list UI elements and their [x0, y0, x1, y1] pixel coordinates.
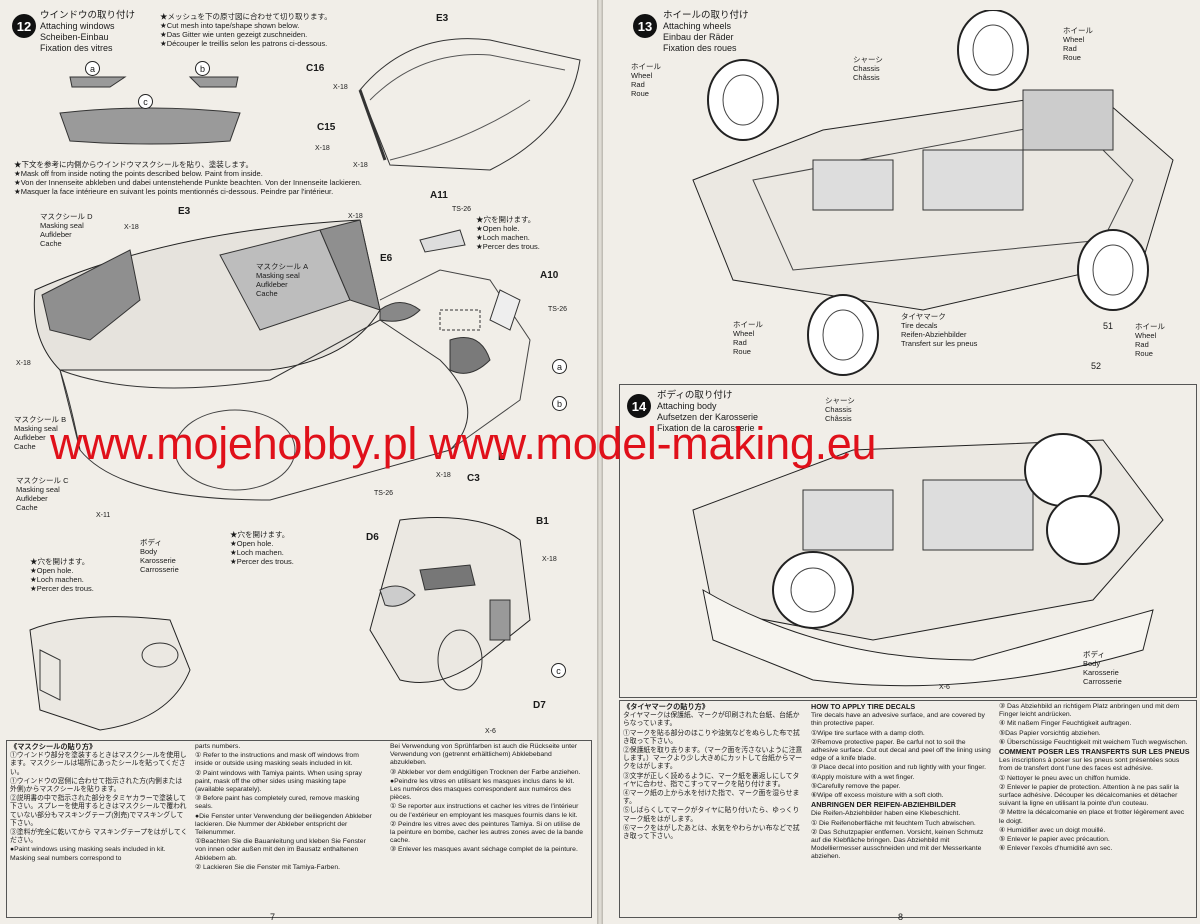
rear-panel-drawing	[29, 616, 191, 731]
step-13-badge: 13	[633, 14, 657, 38]
label-c: c	[138, 94, 153, 109]
code-x18-f: X-18	[16, 360, 31, 367]
masking-col-3: Bei Verwendung von Sprühfarben ist auch …	[390, 743, 584, 854]
tire-decal-instructions-box	[619, 700, 1197, 918]
decal-52: 52	[1091, 361, 1102, 371]
part-c15: C15	[317, 122, 336, 133]
part-a11: A11	[430, 190, 448, 201]
mesh-templates	[59, 76, 241, 145]
part-e-small: E	[498, 452, 505, 463]
masking-col-1: 《マスクシールの貼り方》 ①ウインドウ部分を塗装するときはマスクシールを使用しま…	[10, 743, 188, 862]
code-x18-a: X-18	[333, 84, 348, 91]
label-a-2: a	[552, 359, 567, 374]
masking-instructions-box	[6, 740, 592, 918]
part-e3-main: E3	[178, 206, 191, 217]
step-14-title: ボディの取り付け Attaching body Aufsetzen der Ka…	[657, 390, 759, 433]
part-e6: E6	[380, 253, 393, 264]
part-d7: D7	[533, 700, 546, 711]
code-x18-h: X-18	[542, 556, 557, 563]
masking-col-2: parts numbers. ① Refer to the instructio…	[195, 743, 372, 871]
code-x6-right: X-6	[939, 684, 950, 691]
step-12-badge: 12	[12, 14, 36, 38]
label-a: a	[85, 61, 100, 76]
code-x11: X-11	[96, 512, 111, 519]
window-e3-top-drawing	[358, 38, 581, 171]
step-14-badge: 14	[627, 394, 651, 418]
mask-note: ★下文を参考に内側からウインドウマスクシールを貼り、塗装します。 ★Mask o…	[14, 160, 362, 196]
decal-51: 51	[1103, 321, 1114, 331]
watermark: www.mojehobby.pl www.model-making.eu	[50, 418, 877, 469]
tire-decal-col-2: HOW TO APPLY TIRE DECALS Tire decals hav…	[811, 703, 991, 861]
part-c16: C16	[306, 63, 325, 74]
step-13-title: ホイールの取り付け Attaching wheels Einbau der Rä…	[663, 10, 749, 53]
tire-decal-col-3: ③ Das Abziehbild an richtigem Platz anbr…	[999, 703, 1190, 853]
tire-decal-col-1: 《タイヤマークの貼り方》 タイヤマークは保護紙、マークが印刷された台紙、台紙から…	[623, 703, 803, 841]
label-b-2: b	[552, 396, 567, 411]
code-x18-c: X-18	[353, 162, 368, 169]
code-ts26-b: TS-26	[548, 306, 568, 313]
mesh-note: ★メッシュを下の原寸図に合わせて切り取ります。 ★Cut mesh into t…	[160, 12, 332, 48]
code-x18-d: X-18	[124, 224, 139, 231]
open-hole-b: ★穴を開けます。★Open hole.★Loch machen.★Percer …	[230, 530, 294, 566]
code-x18-g: X-18	[436, 472, 451, 479]
code-x18-b: X-18	[315, 145, 330, 152]
code-ts26-c: TS-26	[374, 490, 394, 497]
chassis-wheels-drawing	[692, 10, 1174, 376]
code-x6-left: X-6	[485, 728, 496, 735]
code-x18-e: X-18	[348, 213, 363, 220]
label-b: b	[195, 61, 210, 76]
code-ts26-a: TS-26	[452, 206, 472, 213]
open-hole-a: ★穴を開けます。★Open hole.★Loch machen.★Percer …	[476, 215, 540, 251]
body-mount-drawing	[692, 433, 1164, 687]
page-number-right: 8	[898, 912, 904, 922]
left-page: 12 ウインドウの取り付け Attaching windows Scheiben…	[0, 0, 597, 924]
label-c-2: c	[551, 663, 566, 678]
page-number-left: 7	[270, 912, 276, 922]
part-b1: B1	[536, 516, 549, 527]
window-body-drawing	[33, 219, 531, 501]
page-gutter	[597, 0, 603, 924]
step-12-title: ウインドウの取り付け Attaching windows Scheiben-Ei…	[40, 10, 136, 53]
front-bumper-drawing	[369, 517, 531, 691]
open-hole-c: ★穴を開けます。★Open hole.★Loch machen.★Percer …	[30, 557, 94, 593]
part-e3-top: E3	[436, 13, 449, 24]
step-14-frame	[619, 384, 1197, 698]
part-d6: D6	[366, 532, 379, 543]
right-page: 13 ホイールの取り付け Attaching wheels Einbau der…	[603, 0, 1200, 924]
part-a10: A10	[540, 270, 559, 281]
part-c3: C3	[467, 473, 480, 484]
